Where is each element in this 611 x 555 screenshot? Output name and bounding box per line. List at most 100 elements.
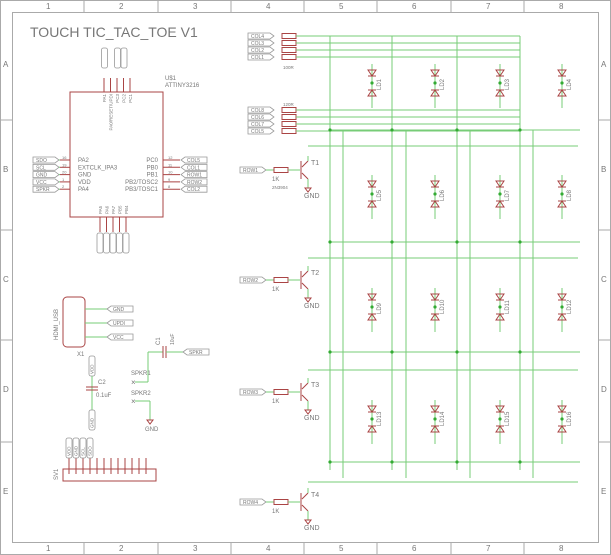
net-label-text: SPKR: [189, 350, 203, 356]
junction-dot: [370, 417, 374, 421]
net-label-text: COL6: [251, 115, 264, 121]
junction-dot: [518, 350, 522, 354]
pin-name: PA2: [78, 158, 90, 164]
pin-name: PA0/RESET/UPDI: [109, 94, 114, 130]
frame-row-label: E: [601, 487, 606, 496]
resistor-value: 1K: [272, 399, 279, 405]
resistor: [281, 47, 297, 53]
pin-number: 12: [168, 155, 173, 160]
led-icon: [430, 180, 440, 188]
frame-column-label: 4: [266, 2, 271, 11]
net-label-text: COL2: [187, 187, 200, 193]
frame-column-label: 3: [193, 544, 198, 553]
net-label: [101, 47, 108, 69]
frame-row-label: B: [3, 165, 8, 174]
frame-column-label: 7: [486, 2, 491, 11]
junction-dot: [433, 417, 437, 421]
led-icon: [495, 293, 505, 301]
pin-name: PB2/TOSC2: [125, 180, 159, 186]
led-label: LD14: [440, 411, 446, 426]
net-label-text: COL5: [251, 129, 264, 135]
junction-dot: [328, 240, 332, 244]
capacitor-value: 0.1uF: [96, 393, 112, 399]
net-label-text: ROW1: [187, 173, 202, 179]
transistor-collector: [301, 270, 309, 278]
resistor: [273, 167, 289, 173]
net-label-text: COL4: [251, 34, 264, 40]
frame-column-label: 2: [119, 544, 124, 553]
led-icon: [557, 180, 567, 188]
pin-name: PA1: [102, 94, 107, 103]
led-label: LD1: [377, 78, 383, 90]
net-label: [72, 437, 80, 459]
ref-label: X1: [77, 352, 85, 358]
pin-number: 8: [168, 184, 171, 189]
ground-label: GND: [304, 525, 320, 532]
led-label: LD15: [505, 411, 511, 426]
transistor-name: T2: [311, 270, 319, 277]
net-label: [32, 171, 60, 178]
junction-dot: [498, 417, 502, 421]
resistor: [281, 128, 297, 134]
resistor-value: 1K: [272, 287, 279, 293]
junction-dot: [390, 240, 394, 244]
transistor-emitter: [301, 172, 309, 180]
resistor: [281, 33, 297, 39]
net-label-text: UPDI: [113, 321, 125, 327]
speaker-pin: SPKR2: [131, 391, 151, 397]
net-label: [247, 46, 275, 54]
x-mark: ×: [131, 397, 136, 406]
net-label-text: VDD: [67, 446, 72, 456]
pin-name: PA6: [105, 205, 110, 214]
led-icon: [430, 200, 440, 208]
frame-column-label: 7: [486, 544, 491, 553]
transistor-name: T4: [311, 492, 319, 499]
led-icon: [430, 425, 440, 433]
led-icon: [495, 69, 505, 77]
junction-dot: [560, 192, 564, 196]
junction-dot: [433, 192, 437, 196]
led-icon: [557, 425, 567, 433]
net-label: [247, 39, 275, 47]
net-label-text: SCL: [81, 447, 86, 456]
frame-column-label: 2: [119, 2, 124, 11]
resistor: [281, 121, 297, 127]
ground-label: GND: [304, 193, 320, 200]
net-label: [32, 185, 60, 193]
net-label: [247, 32, 275, 40]
transistor-emitter: [301, 504, 309, 512]
led-label: LD7: [505, 189, 511, 201]
resistor: [281, 107, 297, 113]
resistor: [273, 277, 289, 283]
junction-dot: [455, 460, 459, 464]
junction-dot: [498, 81, 502, 85]
net-label: [120, 47, 128, 69]
junction-dot: [518, 128, 522, 132]
led-icon: [430, 69, 440, 77]
resistor: [281, 54, 297, 60]
net-label-text: SCL: [36, 165, 46, 171]
capacitor-name: C1: [156, 337, 162, 345]
junction-dot: [455, 350, 459, 354]
resistor: [281, 40, 297, 46]
led-label: LD16: [567, 411, 573, 426]
junction-dot: [390, 128, 394, 132]
pin-name: PA7: [111, 205, 116, 214]
led-label: LD8: [567, 189, 573, 201]
resistor: [281, 114, 297, 120]
led-icon: [495, 200, 505, 208]
frame-row-label: D: [601, 385, 607, 394]
net-label: [239, 166, 267, 174]
net-label-text: COL7: [251, 122, 264, 128]
led-icon: [367, 293, 377, 301]
junction-dot: [455, 240, 459, 244]
led-label: LD3: [505, 78, 511, 90]
pin-name: PC2: [122, 94, 127, 103]
capacitor-value: 10uF: [170, 334, 176, 345]
net-label-text: COL3: [251, 41, 264, 47]
led-icon: [367, 89, 377, 97]
net-label-text: SPKR: [36, 187, 50, 193]
net-label: [247, 53, 275, 61]
pin-name: PA5: [98, 205, 103, 214]
header-name: SV1: [54, 468, 60, 480]
